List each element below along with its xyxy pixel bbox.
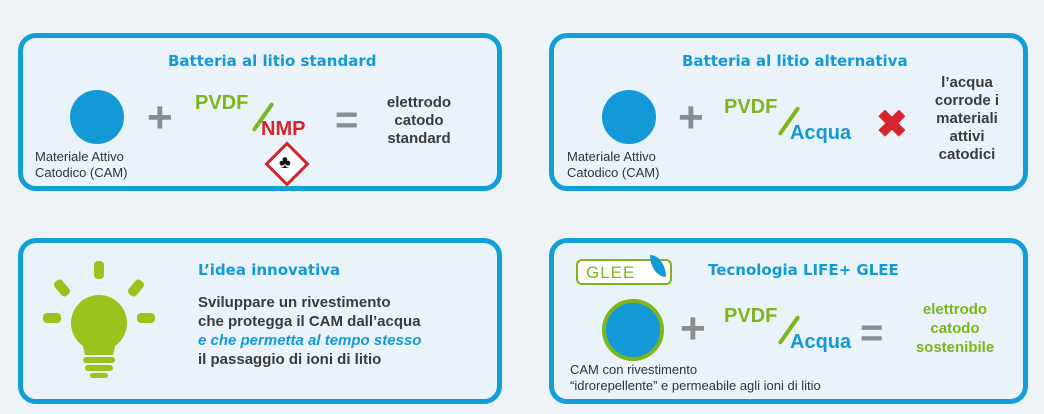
health-hazard-glyph: ♣ [279,152,291,172]
result-line2: catodo [394,112,444,129]
result-line2: catodo [930,320,980,337]
coated-cam-circle [602,299,664,361]
result-line5: catodici [938,146,996,163]
equals-sign: = [860,311,884,355]
nmp-label: NMP [261,118,306,140]
equals-sign: = [335,98,359,142]
pvdf-label: PVDF [724,305,778,327]
pvdf-label: PVDF [724,96,778,118]
glee-logo-text: GLEE [586,263,636,282]
cam-caption-line2: “idrorepellente” e permeabile agli ioni … [570,378,821,393]
cam-caption-line1: CAM con rivestimento [570,362,698,377]
panel-standard-battery: Batteria al litio standard Materiale Att… [18,33,502,191]
panel-title: Batteria al litio standard [168,52,377,70]
cam-circle [70,90,124,144]
panel-innovative-idea: L’idea innovativa Sviluppare un rivestim… [18,238,502,404]
acqua-label: Acqua [790,331,852,353]
panel-title: Tecnologia LIFE+ GLEE [708,261,899,279]
plus-sign: + [678,93,704,142]
cam-label-line1: Materiale Attivo [35,149,124,164]
result-line3: sostenibile [915,339,995,356]
cam-label-line2: Catodico (CAM) [35,165,128,180]
plus-sign: + [147,93,173,142]
result-line1: elettrodo [922,301,988,318]
lightbulb-icon [43,261,155,378]
panel-life-glee: GLEE Tecnologia LIFE+ GLEE + PVDF Acqua … [549,238,1028,404]
glee-logo: GLEE [576,255,672,285]
result-line1: l’acqua [941,74,993,91]
description-line1: Sviluppare un rivestimento [198,294,391,311]
result-line1: elettrodo [386,94,452,111]
result-line4: attivi [949,128,985,145]
panel-title: L’idea innovativa [198,261,341,279]
description-line2: che protegga il CAM dall’acqua [198,313,421,330]
cam-circle [602,90,656,144]
result-line2: corrode i [934,92,1000,109]
plus-sign: + [680,304,706,353]
leaf-icon [650,255,666,277]
result-line3: materiali [936,110,998,127]
cam-label-line1: Materiale Attivo [567,149,656,164]
cross-icon: ✖ [876,104,908,146]
description-line4: il passaggio di ioni di litio [198,351,382,368]
acqua-label: Acqua [790,122,852,144]
result-line3: standard [387,130,451,147]
pvdf-label: PVDF [195,92,249,114]
cam-label-line2: Catodico (CAM) [567,165,660,180]
panel-title: Batteria al litio alternativa [682,52,908,70]
description-line3: e che permetta al tempo stesso [198,332,422,349]
panel-alternative-battery: Batteria al litio alternativa Materiale … [549,33,1028,191]
